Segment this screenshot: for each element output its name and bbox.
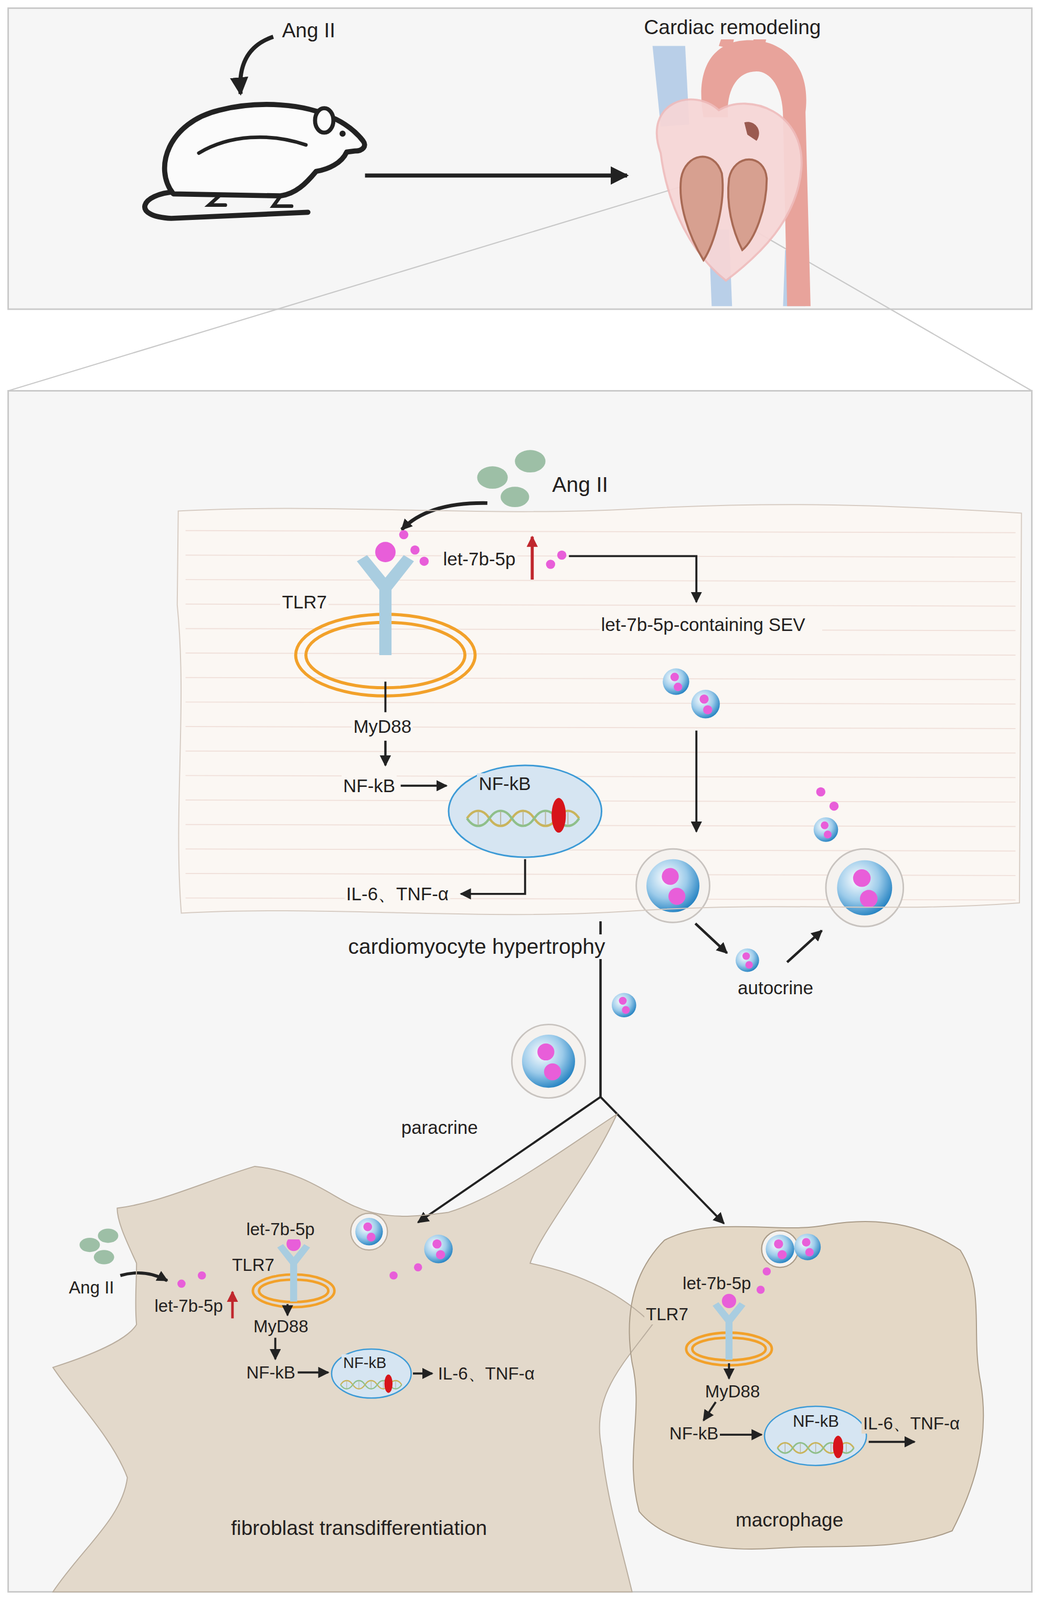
panel-frames bbox=[8, 8, 1033, 1592]
text-label: paracrine bbox=[399, 1116, 480, 1138]
text-label: MyD88 bbox=[351, 715, 413, 737]
nucleus: NF-kB bbox=[764, 1405, 867, 1465]
cardiomyocyte-cell: cardiomyocyte hypertrophyNF-kB bbox=[173, 502, 1025, 921]
text-label: cardiomyocyte hypertrophy bbox=[346, 933, 608, 959]
macrophage-cell-outline bbox=[623, 1208, 986, 1554]
nucleus: NF-kB bbox=[448, 765, 602, 857]
text-label: Cardiac remodeling bbox=[642, 15, 823, 40]
text-label: IL-6、TNF-α bbox=[436, 1363, 537, 1384]
connector-arrow bbox=[600, 920, 725, 1223]
cardiomyocyte-cell-outline bbox=[173, 502, 1025, 921]
nucleus-fills bbox=[331, 765, 867, 1465]
heart-illustration bbox=[652, 20, 811, 306]
text-label: let-7b-5p bbox=[153, 1295, 225, 1316]
text-label: TLR7 bbox=[280, 591, 329, 613]
cell-fills bbox=[52, 504, 1022, 1592]
text-label: IL-6、TNF-α bbox=[344, 883, 451, 905]
nucleus: NF-kB bbox=[331, 1348, 412, 1398]
macrophage-cell-fill bbox=[629, 1220, 984, 1548]
text-label: NF-kB bbox=[341, 774, 397, 796]
text-label: let-7b-5p bbox=[681, 1272, 753, 1293]
nucleus-fill bbox=[764, 1405, 867, 1465]
text-label: Ang II bbox=[550, 472, 610, 497]
text-label: NF-kB bbox=[667, 1422, 721, 1443]
text-label: let-7b-5p-containing SEV bbox=[599, 613, 823, 635]
text-label: macrophage bbox=[734, 1508, 845, 1531]
fibroblast-cell-fill bbox=[52, 1113, 653, 1592]
text-label: TLR7 bbox=[644, 1303, 690, 1324]
cardiomyocyte-cell-fill bbox=[177, 504, 1022, 915]
fibroblast-cell: fibroblast transdifferentiation NF-kB bbox=[50, 1109, 658, 1592]
text-label: TLR7 bbox=[230, 1254, 276, 1275]
text-label: MyD88 bbox=[251, 1315, 311, 1336]
rat-illustration bbox=[144, 36, 628, 219]
text-label: NF-kB bbox=[791, 1411, 841, 1431]
text-label: let-7b-5p bbox=[441, 548, 517, 570]
text-label: Ang II bbox=[280, 18, 337, 43]
sarcomere-stripes bbox=[185, 530, 1016, 900]
nucleus-fill bbox=[331, 1348, 412, 1398]
text-label: fibroblast transdifferentiation bbox=[229, 1515, 489, 1540]
text-label: NF-kB bbox=[476, 772, 533, 794]
text-label: NF-kB bbox=[341, 1353, 388, 1372]
cardiomyocyte-interior bbox=[295, 449, 904, 927]
text-label: autocrine bbox=[736, 976, 815, 998]
text-label: Ang II bbox=[67, 1277, 116, 1298]
text-label: MyD88 bbox=[703, 1381, 762, 1401]
nucleus-fill bbox=[448, 765, 602, 857]
text-label: NF-kB bbox=[244, 1362, 297, 1383]
macrophage-cell: macrophage NF-kB bbox=[623, 1208, 986, 1554]
text-label: let-7b-5p bbox=[244, 1218, 316, 1239]
text-label: IL-6、TNF-α bbox=[861, 1413, 962, 1433]
connector-arrow bbox=[418, 920, 601, 1222]
